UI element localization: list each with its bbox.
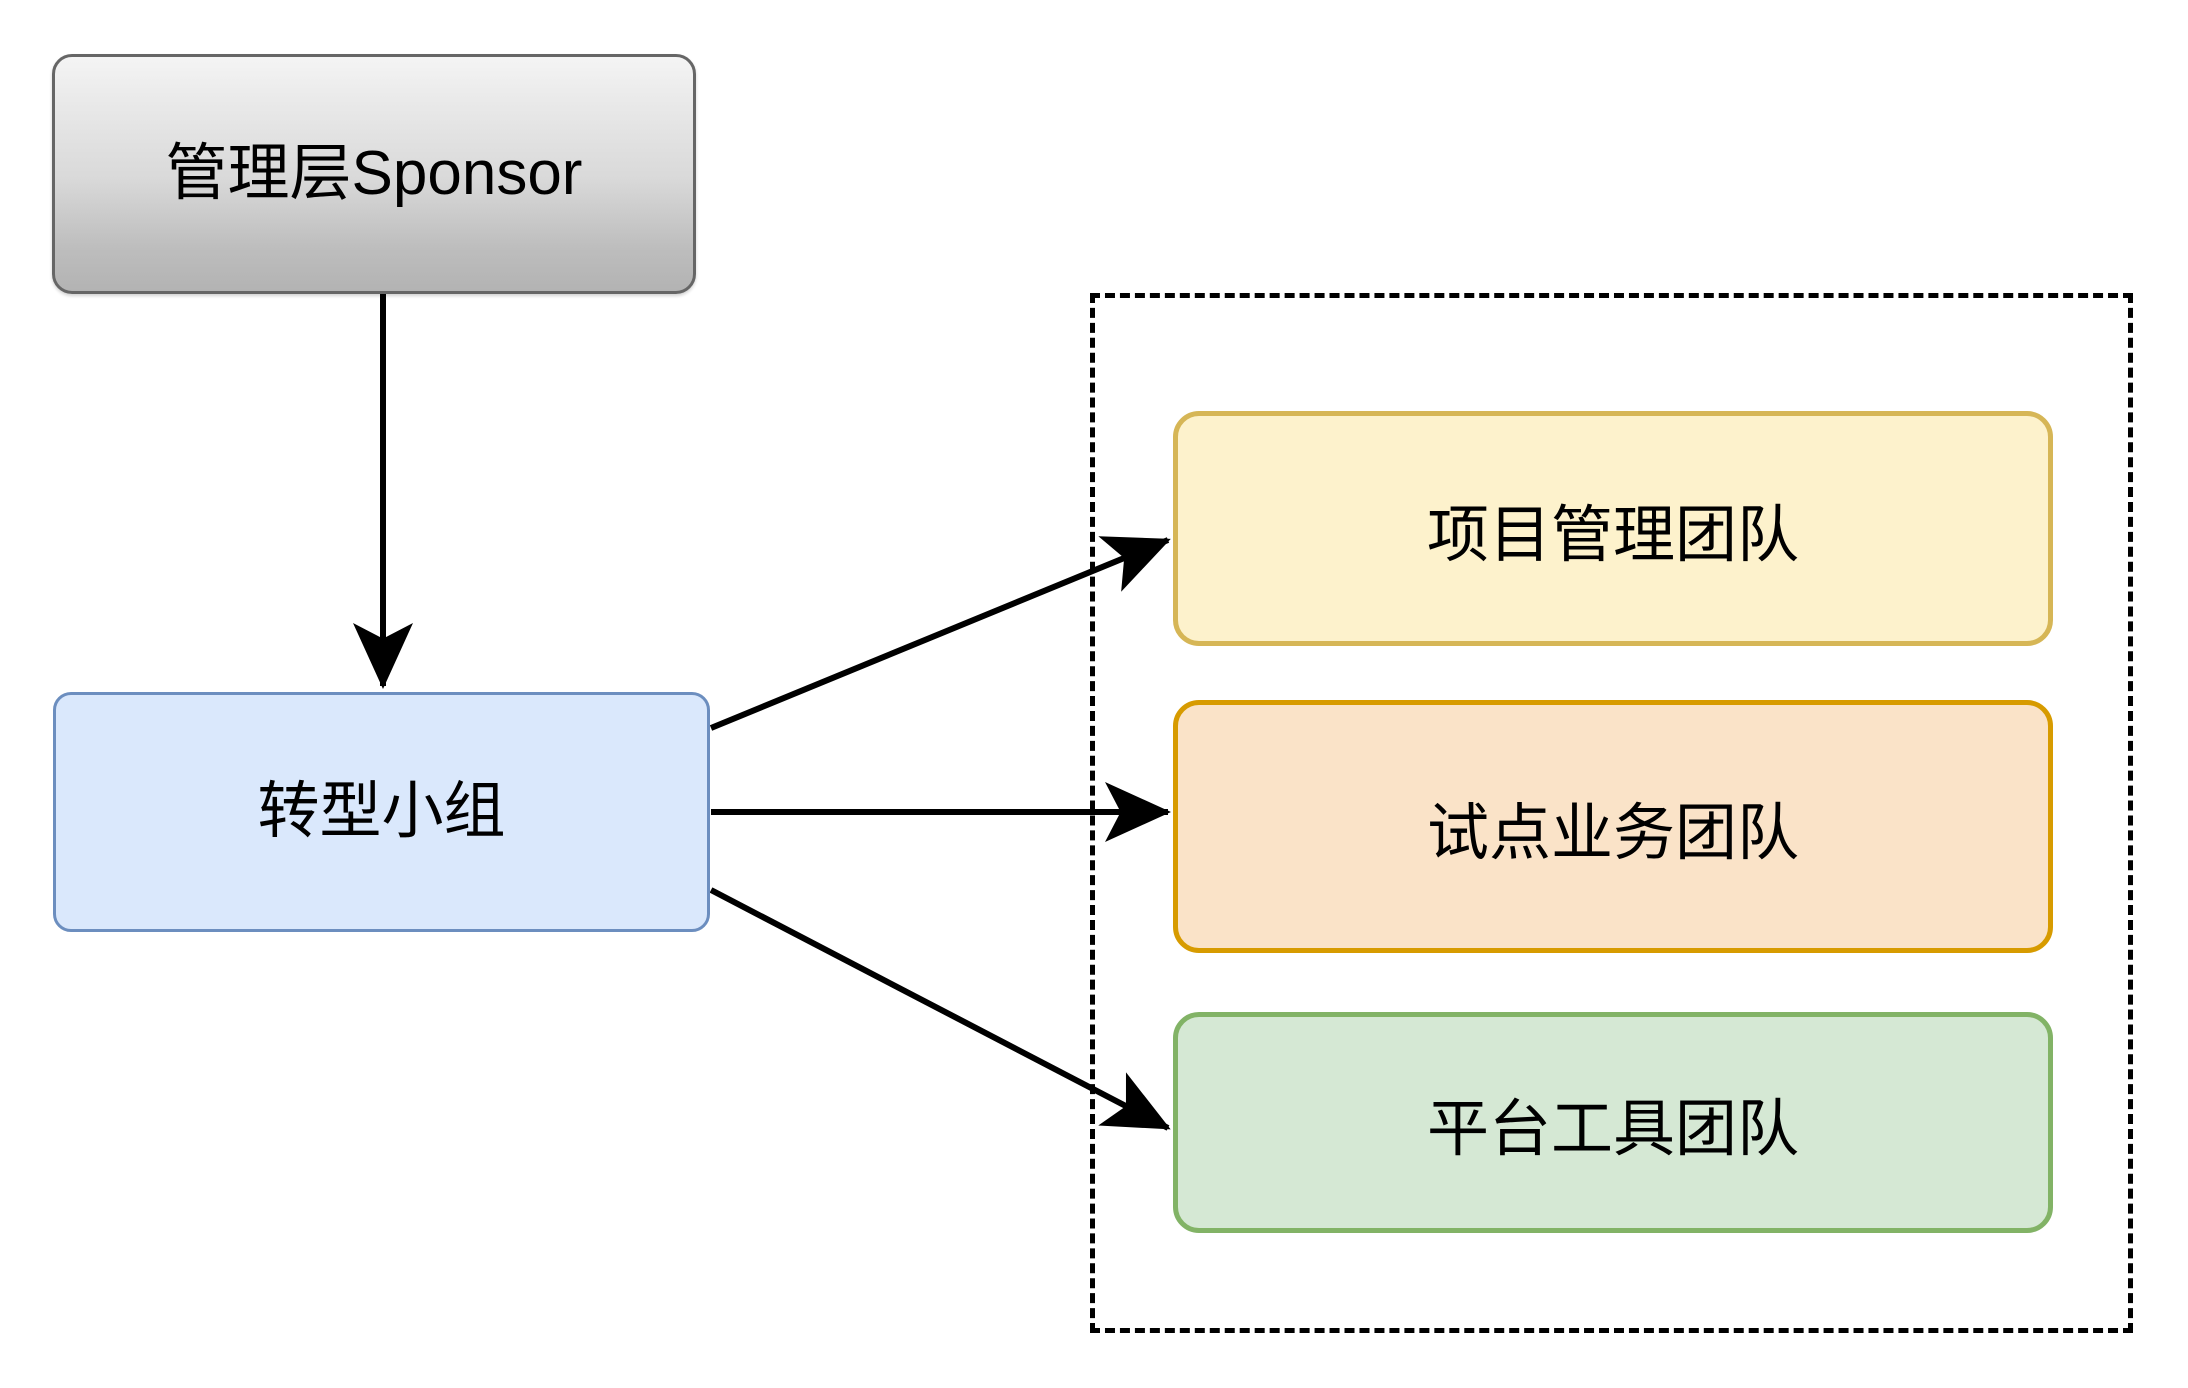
node-platform-tools-team[interactable]: 平台工具团队 bbox=[1173, 1012, 2053, 1233]
node-management-sponsor[interactable]: 管理层Sponsor bbox=[52, 54, 696, 294]
node-pilot-business-team[interactable]: 试点业务团队 bbox=[1173, 700, 2053, 953]
node-project-management-team-label: 项目管理团队 bbox=[1426, 500, 1799, 570]
node-pilot-business-team-label: 试点业务团队 bbox=[1426, 798, 1799, 868]
node-platform-tools-team-label: 平台工具团队 bbox=[1426, 1094, 1799, 1164]
team-group-container bbox=[1090, 293, 2133, 1333]
node-transformation-team[interactable]: 转型小组 bbox=[53, 692, 710, 932]
node-project-management-team[interactable]: 项目管理团队 bbox=[1173, 411, 2053, 646]
node-transformation-team-label: 转型小组 bbox=[257, 777, 506, 847]
node-management-sponsor-label: 管理层Sponsor bbox=[165, 139, 583, 209]
